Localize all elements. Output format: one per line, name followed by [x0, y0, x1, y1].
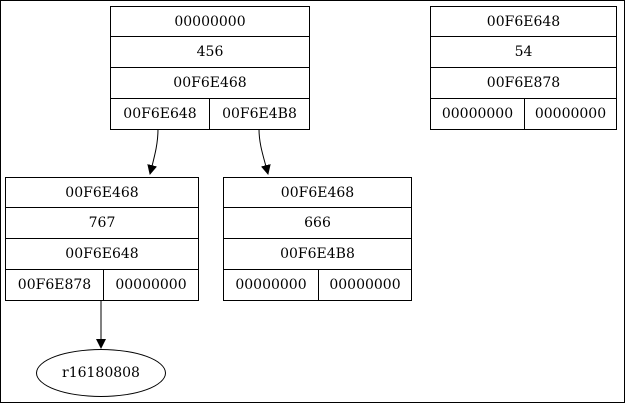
tree-node-orphan: 00F6E648 54 00F6E878 00000000 00000000 — [430, 6, 617, 130]
tree-node-left-child: 00F6E468 767 00F6E648 00F6E878 00000000 — [5, 177, 199, 301]
node-right-field: 00000000 — [318, 270, 411, 300]
node-right-field: 00F6E4B8 — [209, 99, 309, 129]
node-left-field: 00F6E648 — [123, 106, 197, 122]
node-parent-field: 00F6E648 — [430, 6, 617, 37]
node-key-field: 666 — [223, 208, 412, 239]
node-self-field: 00F6E878 — [430, 68, 617, 99]
node-key-field: 54 — [430, 37, 617, 68]
node-key-field: 767 — [5, 208, 199, 239]
node-children-row: 00000000 00000000 — [430, 99, 617, 130]
node-parent-field: 00F6E468 — [5, 177, 199, 208]
node-self-field: 00F6E648 — [5, 239, 199, 270]
tree-node-right-child: 00F6E468 666 00F6E4B8 00000000 00000000 — [223, 177, 412, 301]
node-self-field: 00F6E4B8 — [223, 239, 412, 270]
node-children-row: 00F6E878 00000000 — [5, 270, 199, 301]
node-children-row: 00000000 00000000 — [223, 270, 412, 301]
edge-root-to-right-child — [258, 128, 271, 175]
node-key-field: 456 — [110, 37, 310, 68]
node-left-field: 00000000 — [441, 106, 514, 122]
node-left-field: 00F6E878 — [17, 277, 92, 293]
node-right-field: 00000000 — [524, 99, 616, 129]
tree-node-root: 00000000 456 00F6E468 00F6E648 00F6E4B8 — [110, 6, 310, 130]
node-parent-field: 00F6E468 — [223, 177, 412, 208]
node-parent-field: 00000000 — [110, 6, 310, 37]
ellipse-node: r16180808 — [36, 349, 166, 397]
node-self-field: 00F6E468 — [110, 68, 310, 99]
node-children-row: 00F6E648 00F6E4B8 — [110, 99, 310, 130]
edge-root-to-left-child — [147, 128, 159, 175]
node-right-field: 00000000 — [103, 270, 198, 300]
node-left-field: 00000000 — [235, 277, 307, 293]
